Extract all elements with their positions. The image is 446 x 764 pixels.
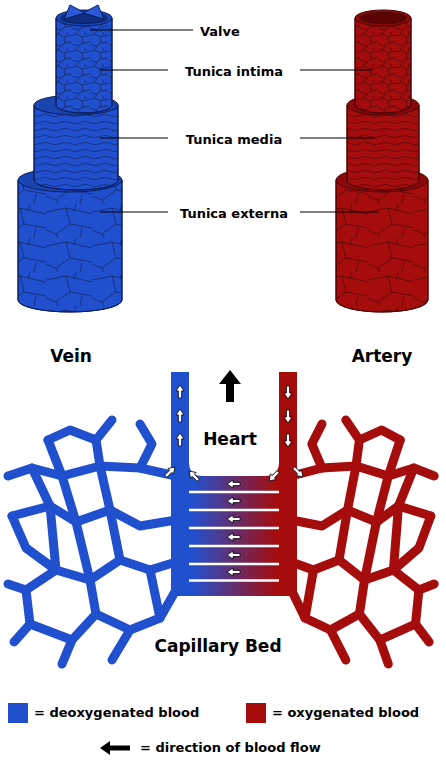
- capillary-gap: [189, 545, 279, 548]
- capillary-caption: Capillary Bed: [154, 637, 281, 657]
- vein-media: [34, 105, 118, 190]
- flow-arrow: [163, 464, 178, 479]
- leader-line: [100, 138, 168, 139]
- leader-line: [90, 30, 193, 31]
- leader-line: [100, 70, 168, 71]
- valve-leaflet: [64, 5, 85, 19]
- legend-arrow-sample: [100, 741, 130, 755]
- vein-intima-texture: [56, 18, 112, 113]
- artery-intima-texture: [355, 18, 411, 113]
- label-slot: Heart: [203, 430, 257, 450]
- vessel-caption: Vein: [50, 347, 92, 367]
- flow-arrow: [284, 410, 292, 423]
- arteriole-network: [291, 420, 434, 664]
- capillary-bed: [8, 370, 434, 664]
- artery-intima-rim: [355, 10, 411, 26]
- part-label: Tunica media: [186, 133, 282, 148]
- part-label: Tunica intima: [185, 65, 283, 80]
- legend-text: = deoxygenated blood: [34, 706, 199, 721]
- label-slot: Tunica externa: [180, 203, 288, 222]
- legend-item: = direction of blood flow: [140, 741, 321, 756]
- label-slot: Valve: [200, 21, 240, 40]
- capillary-gaps: [189, 492, 279, 581]
- flow-arrow: [176, 385, 184, 398]
- heart-arrow: [219, 370, 241, 402]
- flow-arrow: [227, 515, 240, 523]
- flow-arrow: [266, 469, 281, 484]
- vessel-caption: Artery: [352, 347, 413, 367]
- artery-externa-texture: [336, 180, 428, 312]
- valve-leaflet: [83, 5, 104, 19]
- capillary-gap: [189, 491, 279, 494]
- flow-arrow: [291, 465, 306, 480]
- heart-label: Heart: [203, 430, 257, 450]
- artery-externa: [336, 180, 428, 312]
- capillary-trunks: [171, 372, 297, 596]
- flow-arrow: [186, 468, 201, 483]
- artery-intima: [355, 18, 411, 113]
- legend-item: = oxygenated blood: [246, 703, 419, 723]
- label-slot: Vein: [50, 347, 92, 367]
- legend-swatch: [246, 703, 266, 723]
- vein-media-texture: [34, 105, 118, 190]
- flow-arrow: [227, 480, 240, 488]
- flow-arrow: [176, 433, 184, 446]
- flow-arrow: [227, 551, 240, 559]
- leader-line: [300, 138, 375, 139]
- legend-swatch: [8, 703, 28, 723]
- legend-text: = oxygenated blood: [272, 706, 419, 721]
- label-slot: Tunica media: [186, 129, 282, 148]
- flow-arrow: [284, 386, 292, 399]
- flow-arrow: [227, 533, 240, 541]
- leader-line: [300, 212, 378, 213]
- flow-arrow: [284, 434, 292, 447]
- legend-item: = deoxygenated blood: [8, 703, 199, 723]
- flow-arrow: [227, 568, 240, 576]
- capillary-gap: [189, 579, 279, 582]
- venule-network: [8, 420, 176, 664]
- vein-externa: [18, 180, 122, 312]
- capillary-gap: [189, 509, 279, 512]
- label-slot: Artery: [352, 347, 413, 367]
- leader-line: [100, 212, 168, 213]
- artery-media: [347, 105, 419, 190]
- vein-illustration: [18, 5, 122, 312]
- capillary-gap: [189, 563, 279, 566]
- label-slot: Capillary Bed: [154, 637, 281, 657]
- flow-arrows: [163, 385, 306, 576]
- part-label: Valve: [200, 25, 240, 40]
- artery-media-texture: [347, 105, 419, 190]
- flow-arrow: [176, 409, 184, 422]
- flow-arrow: [227, 497, 240, 505]
- capillary-gap: [189, 527, 279, 530]
- legend-text: = direction of blood flow: [140, 741, 321, 756]
- leader-line: [300, 70, 372, 71]
- vein-intima: [56, 18, 112, 113]
- artery-opening: [360, 13, 406, 24]
- label-slot: Tunica intima: [185, 61, 283, 80]
- leader-lines: [90, 30, 378, 212]
- part-label: Tunica externa: [180, 207, 288, 222]
- vein-externa-texture: [18, 180, 122, 312]
- artery-illustration: [336, 10, 428, 312]
